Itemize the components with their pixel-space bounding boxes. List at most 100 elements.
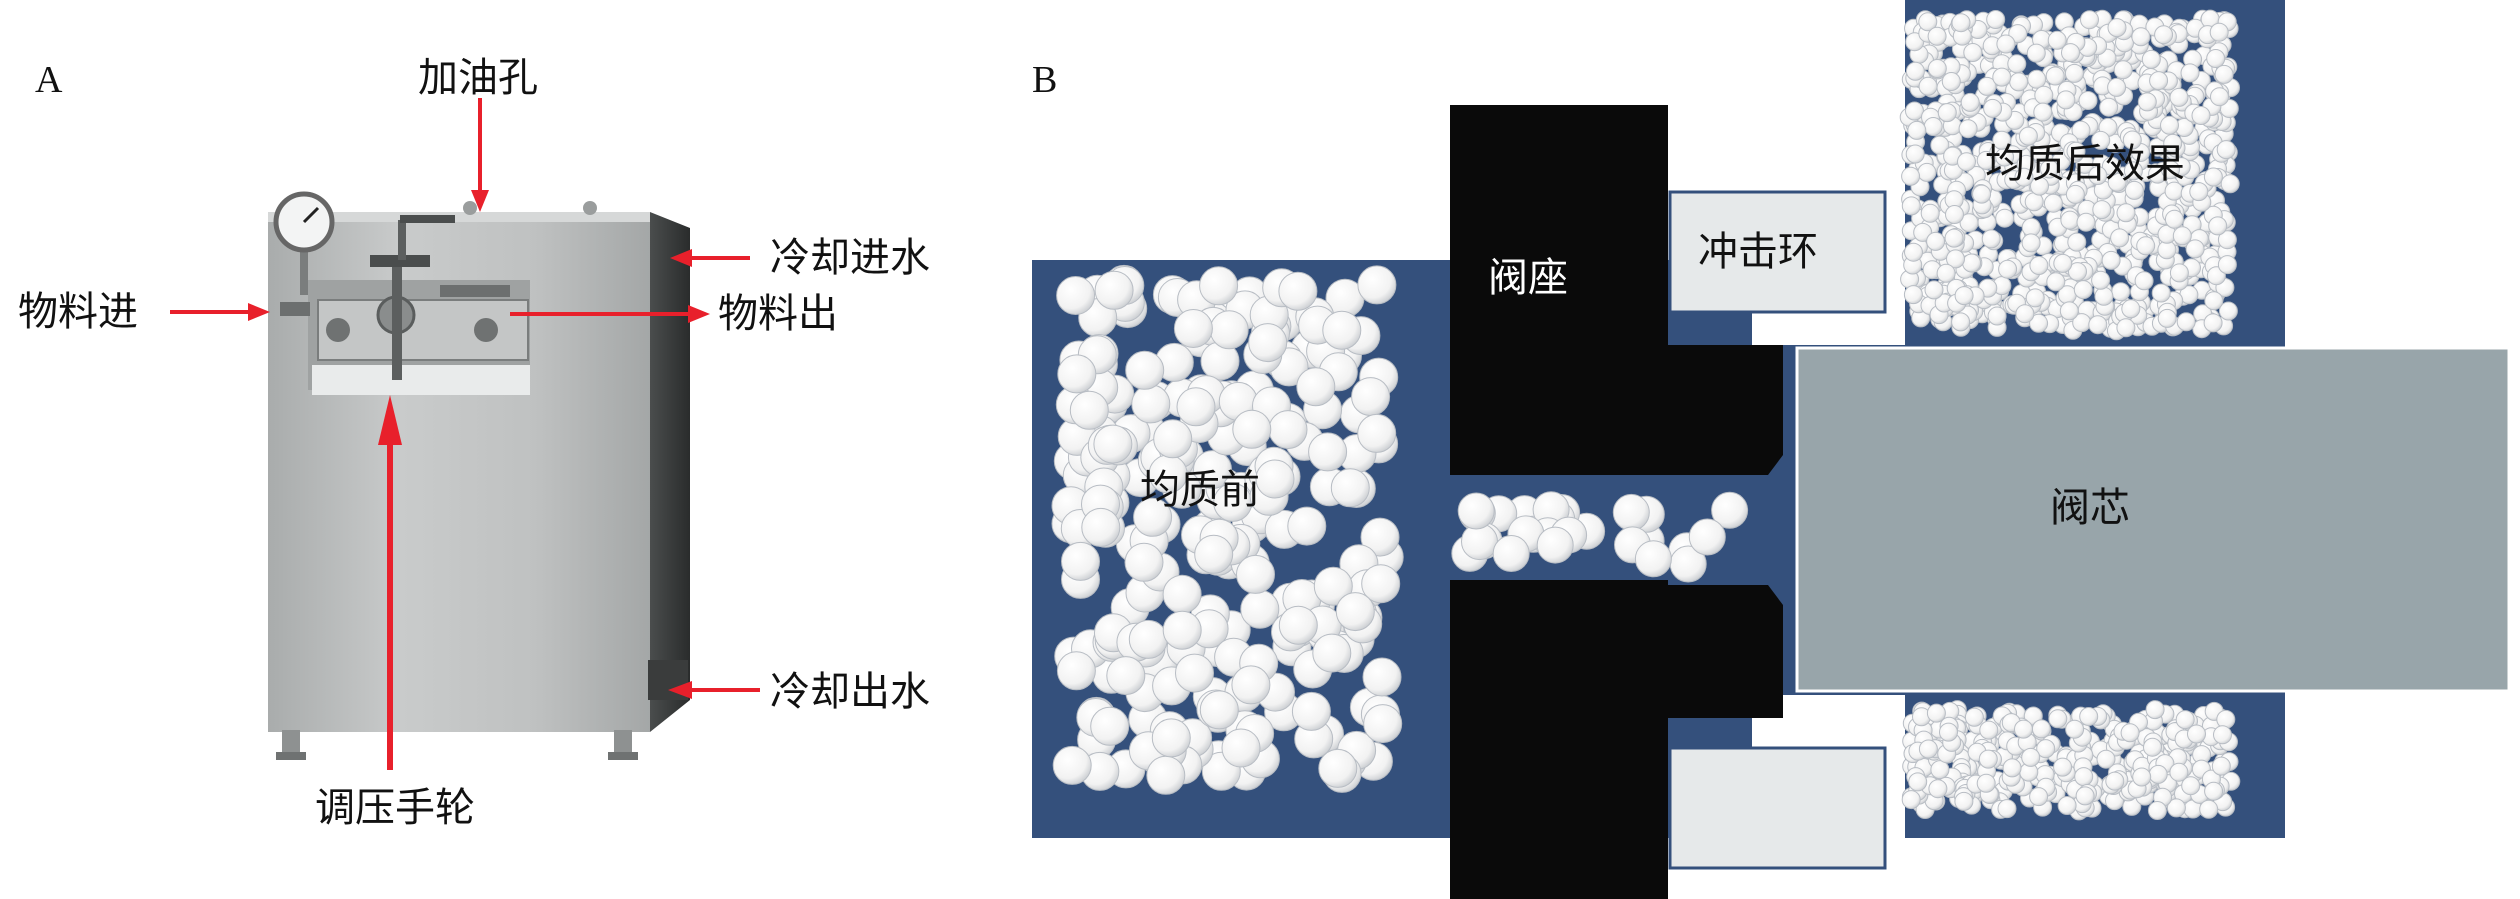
label-valve-seat: 阀座 xyxy=(1488,255,1568,301)
particle xyxy=(2216,709,2236,729)
particle xyxy=(2143,737,2162,757)
particle xyxy=(2031,719,2051,739)
impact-ring-top xyxy=(1668,190,1887,314)
particle xyxy=(1357,413,1397,453)
particle xyxy=(2210,87,2229,107)
particle xyxy=(2214,64,2234,84)
particle xyxy=(1977,76,1997,96)
particle xyxy=(1056,276,1096,315)
particle xyxy=(1199,266,1239,306)
particle xyxy=(1133,497,1173,537)
particle xyxy=(2045,66,2065,86)
particle xyxy=(2216,140,2236,160)
particle xyxy=(2220,174,2240,194)
particle xyxy=(2206,49,2226,68)
particle xyxy=(2066,141,2086,161)
label-pressure-wheel: 调压手轮 xyxy=(315,785,475,831)
particle xyxy=(1903,285,1923,305)
particle xyxy=(1930,760,1950,780)
particle xyxy=(1920,203,1940,223)
label-cooling-in: 冷却进水 xyxy=(770,235,930,281)
particle xyxy=(2080,10,2099,30)
particle xyxy=(2204,291,2224,311)
particle xyxy=(2204,781,2224,801)
particle xyxy=(2079,707,2099,726)
particle xyxy=(1917,162,1937,182)
particle xyxy=(1318,748,1358,788)
particle xyxy=(1209,310,1249,350)
particle xyxy=(1363,704,1403,744)
valve-seat xyxy=(1450,105,1783,899)
particle xyxy=(1918,76,1938,96)
particle xyxy=(1131,384,1171,424)
particle xyxy=(2122,130,2142,150)
arrow-cooling-in xyxy=(670,249,750,267)
particle xyxy=(2021,747,2041,767)
particle xyxy=(1176,387,1216,427)
particle xyxy=(1954,791,1974,811)
particle xyxy=(2154,25,2174,45)
particle xyxy=(1972,184,1992,204)
particle xyxy=(1937,103,1957,123)
particle xyxy=(2053,253,2073,273)
panel-b-letter: B xyxy=(1032,59,1058,101)
particle xyxy=(2029,256,2049,275)
particle xyxy=(1125,350,1165,390)
particle xyxy=(1248,323,1288,363)
particle xyxy=(2014,719,2033,739)
particle xyxy=(2136,236,2156,256)
particle xyxy=(1905,101,1924,121)
particle xyxy=(1313,566,1353,606)
particle xyxy=(2101,156,2121,176)
particle xyxy=(1057,354,1097,394)
particle xyxy=(2172,226,2192,246)
particle xyxy=(1987,306,2007,326)
particle xyxy=(1162,574,1202,614)
particle xyxy=(2148,764,2168,784)
particle xyxy=(1278,605,1318,645)
particle xyxy=(1361,564,1401,604)
particle xyxy=(2047,30,2067,50)
particle xyxy=(1901,790,1921,810)
particle xyxy=(1907,120,1927,140)
particle xyxy=(1240,589,1280,629)
particle xyxy=(1278,271,1318,311)
particle xyxy=(2189,182,2209,202)
particle xyxy=(1308,432,1348,472)
arrow-material-out xyxy=(510,305,710,323)
particle xyxy=(2176,312,2196,332)
particle xyxy=(1963,43,1983,62)
particle xyxy=(2034,85,2054,105)
particle xyxy=(1634,540,1672,578)
particle xyxy=(2217,255,2237,275)
particle xyxy=(2075,786,2095,806)
particle xyxy=(1983,98,2003,118)
particle xyxy=(1997,799,2017,819)
particle xyxy=(2036,739,2056,759)
particle xyxy=(1093,424,1133,464)
particle xyxy=(2113,60,2133,80)
particle xyxy=(1236,554,1275,594)
particle xyxy=(2105,771,2125,791)
particles-after-homogenization-bottom xyxy=(1901,700,2241,821)
particle xyxy=(1924,280,1944,300)
particle xyxy=(2169,762,2189,782)
particle xyxy=(1926,703,1946,723)
particle xyxy=(2203,313,2223,333)
particle xyxy=(2007,54,2027,74)
particle xyxy=(2094,286,2114,306)
particle xyxy=(1930,135,1950,155)
particle xyxy=(1962,253,1982,273)
particle xyxy=(1944,228,1964,248)
particle xyxy=(2053,757,2073,777)
particle xyxy=(1928,779,1948,799)
particle xyxy=(1153,419,1193,459)
particle xyxy=(1998,259,2018,279)
arrow-oil-hole xyxy=(471,98,489,212)
particle xyxy=(2091,270,2111,290)
particle xyxy=(1951,13,1971,33)
particle xyxy=(2149,71,2169,91)
particle xyxy=(2181,776,2201,796)
particle xyxy=(2124,180,2144,200)
particle xyxy=(1936,263,1956,283)
